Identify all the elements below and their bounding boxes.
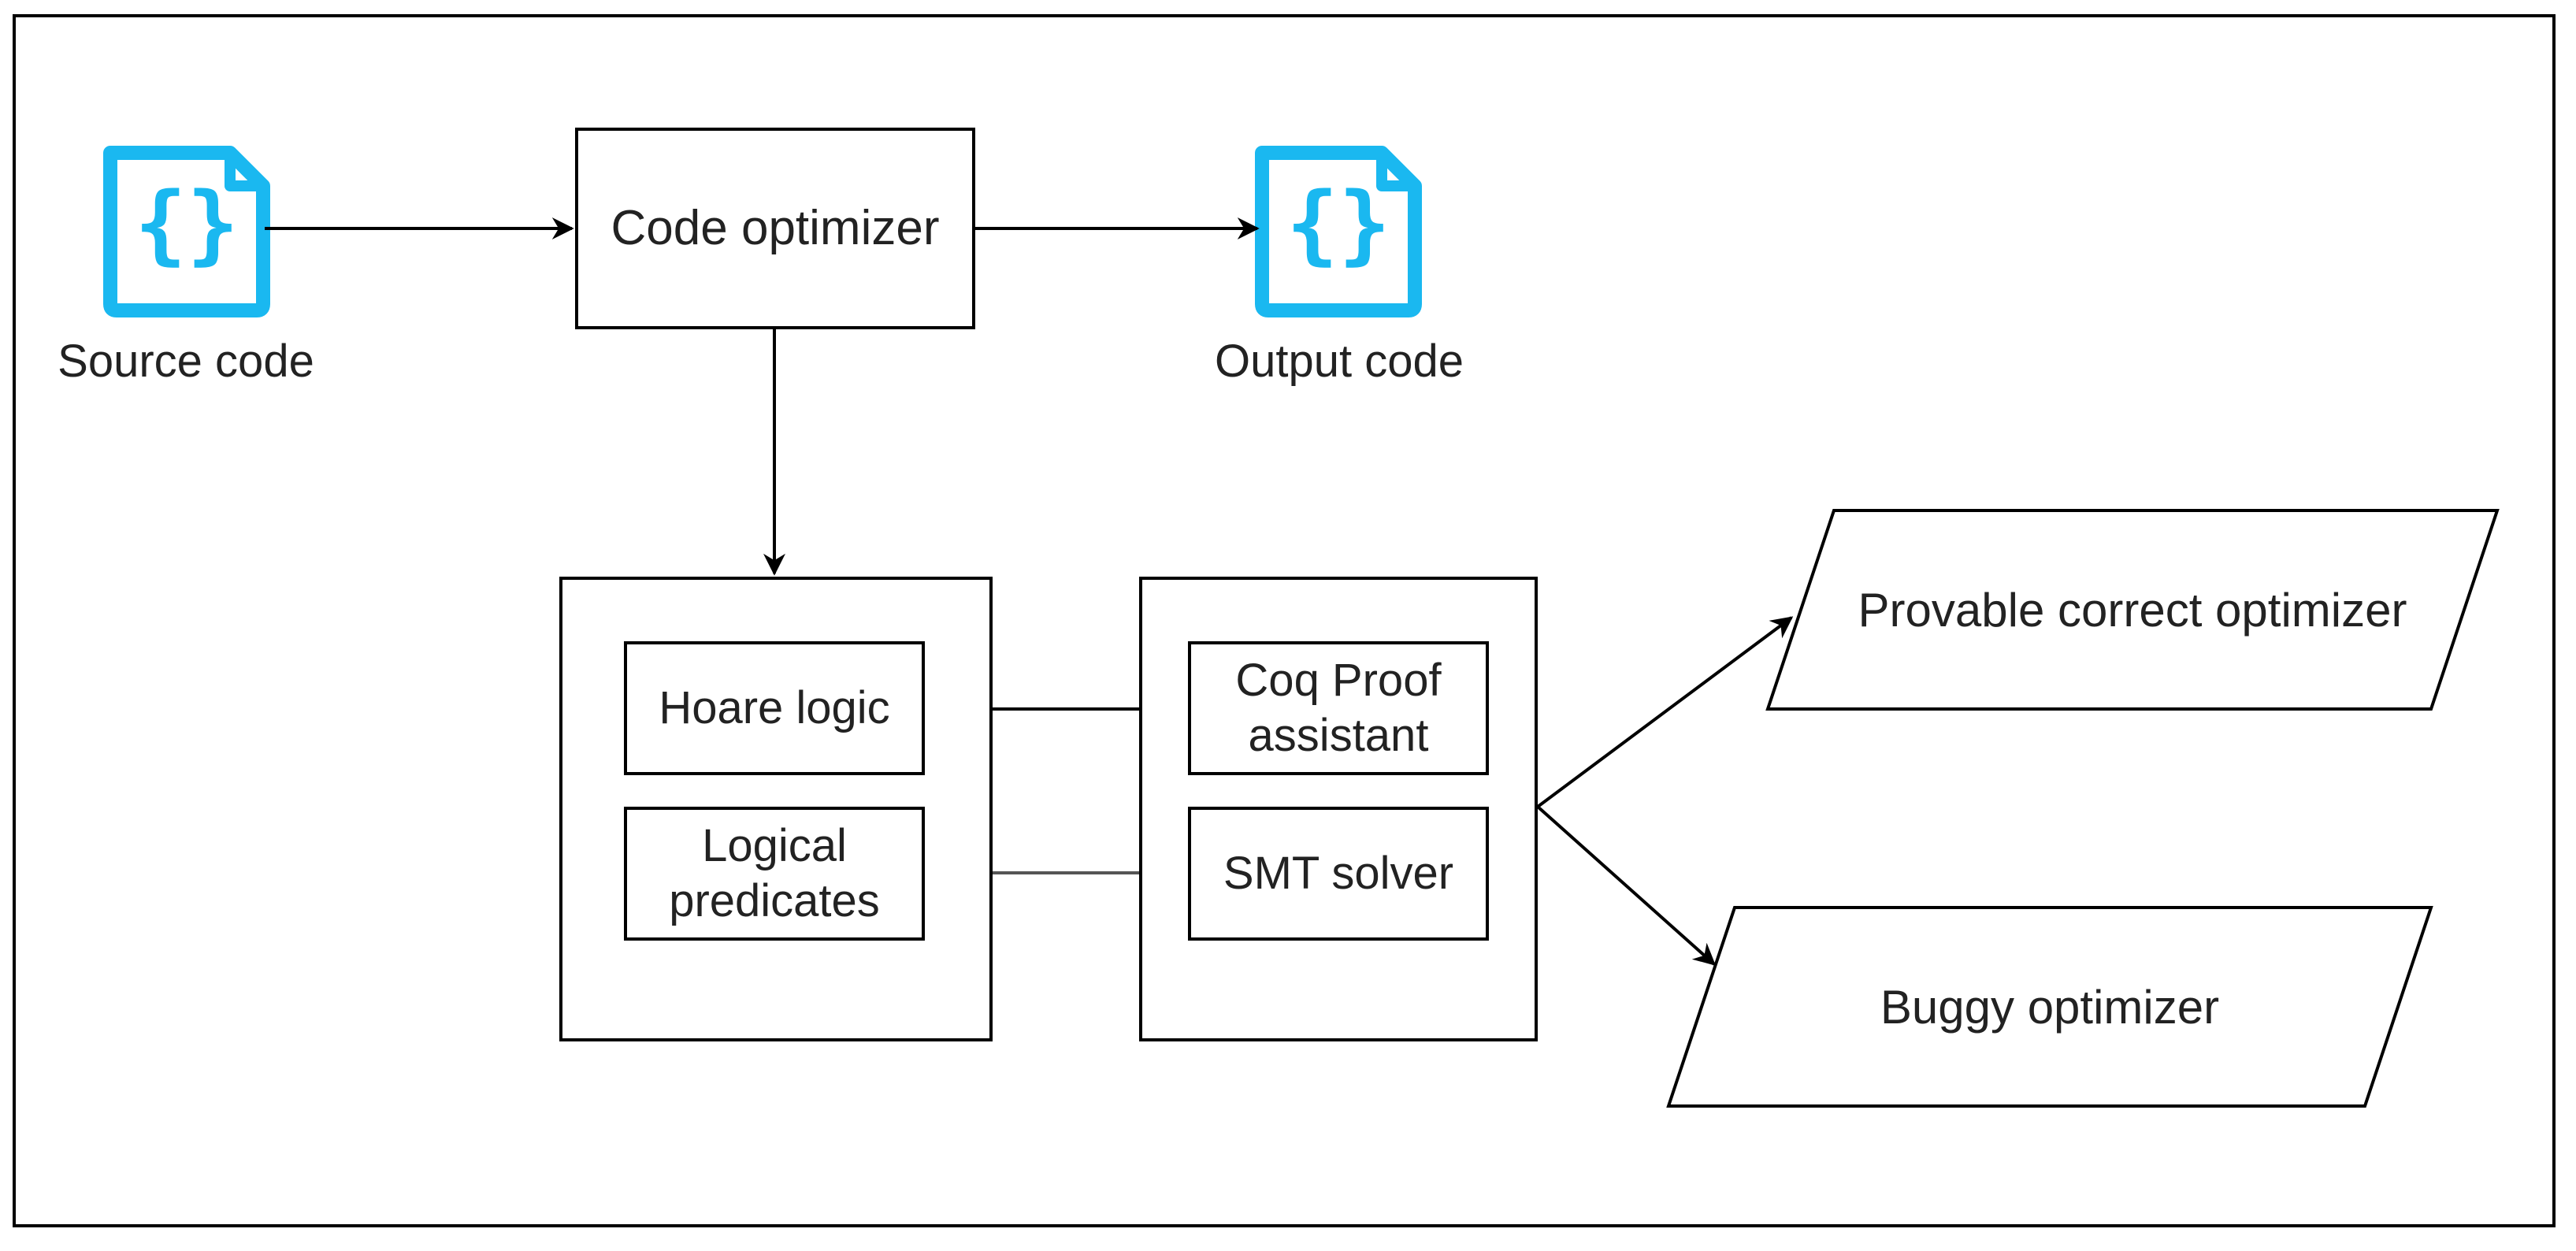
logical-predicates-label: Logical predicates	[669, 820, 880, 926]
smt-solver-box	[1188, 807, 1489, 941]
buggy-optimizer-label: Buggy optimizer	[1880, 980, 2220, 1034]
coq-proof-assistant-box	[1188, 641, 1489, 775]
edge-prover-to-provable	[1536, 616, 1794, 808]
hoare-logic-box	[624, 641, 925, 775]
coq-proof-assistant-label: Coq Proof assistant	[1235, 655, 1442, 761]
code-optimizer-box	[575, 128, 975, 329]
edge-prover-to-buggy	[1536, 805, 1717, 966]
logical-predicates-box	[624, 807, 925, 941]
svg-text:{}: {}	[1286, 173, 1390, 274]
code-optimizer-label: Code optimizer	[611, 200, 940, 255]
diagram-frame	[13, 14, 2556, 1227]
provable-correct-optimizer-label: Provable correct optimizer	[1858, 583, 2407, 637]
source-code-icon: {}	[103, 146, 270, 317]
provable-correct-optimizer-shape	[1765, 509, 2500, 711]
smt-solver-label: SMT solver	[1223, 848, 1454, 900]
svg-text:{}: {}	[135, 173, 239, 274]
buggy-optimizer-shape	[1666, 906, 2433, 1108]
output-code-icon: {}	[1255, 146, 1422, 317]
output-code-label: Output code	[1215, 336, 1464, 387]
source-code-label: Source code	[58, 336, 314, 387]
hoare-logic-label: Hoare logic	[659, 682, 890, 734]
